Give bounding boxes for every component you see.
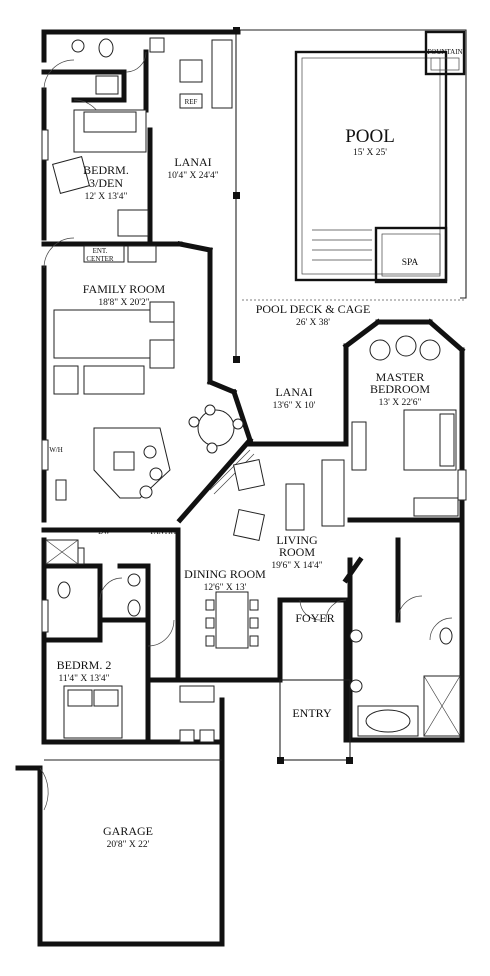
bedroom3-dims: 12' X 13'4": [85, 192, 128, 202]
pool-cage: [233, 27, 467, 363]
lanai-mid-dims: 13'6" X 10': [273, 401, 316, 411]
spa-label: SPA: [402, 258, 419, 268]
pool: [294, 50, 448, 282]
wh-label: W/H: [49, 446, 63, 454]
master-bedroom-dims: 13' X 22'6": [379, 398, 422, 408]
living-room-dims: 19'6" X 14'4": [271, 561, 322, 571]
pool-dims: 15' X 25': [353, 148, 387, 158]
ref-label: REF: [185, 98, 198, 106]
interior-walls: [41, 49, 466, 743]
family-room-dims: 18'8" X 20'2": [98, 298, 149, 308]
bedroom2-dims: 11'4" X 13'4": [59, 674, 110, 684]
bedroom3-label-line2: 3/DEN: [89, 176, 123, 190]
family-room-label: FAMILY ROOM: [83, 282, 166, 296]
fountain: [424, 30, 466, 76]
lanai-top-dims: 10'4" X 24'4": [167, 171, 218, 181]
dining-room-label: DINING ROOM: [184, 567, 266, 581]
ent-center-label-line2: CENTER: [86, 255, 114, 263]
lanai-top-label: LANAI: [174, 155, 211, 169]
entry-label: ENTRY: [292, 706, 332, 720]
master-bedroom-label-line2: BEDROOM: [370, 382, 430, 396]
windows: [41, 129, 467, 633]
ent-center-label-line1: ENT.: [93, 247, 108, 255]
living-room-label-line1: LIVING: [276, 533, 318, 547]
pantry-label: PANTRY: [151, 528, 178, 536]
bedroom2-label: BEDRM. 2: [57, 658, 112, 672]
foyer-label: FOYER: [295, 611, 334, 625]
spa: [374, 226, 448, 284]
garage-dims: 20'8" X 22': [107, 840, 150, 850]
bedroom3-label-line1: BEDRM.: [83, 163, 129, 177]
dw-label: DW: [98, 528, 110, 536]
pool-label: POOL: [345, 126, 395, 147]
furniture: [45, 37, 461, 743]
lanai-mid-label: LANAI: [275, 385, 312, 399]
fountain-label: FOUNTAIN: [427, 48, 462, 56]
master-bedroom-label-line1: MASTER: [376, 370, 425, 384]
dining-room-dims: 12'6" X 13': [204, 583, 247, 593]
living-room-label-line2: ROOM: [279, 545, 315, 559]
entry-porch: [277, 679, 353, 764]
pool-deck-label: POOL DECK & CAGE: [256, 302, 371, 316]
garage-walls: [15, 757, 225, 947]
pool-deck-dims: 26' X 38': [296, 318, 330, 328]
garage-label: GARAGE: [103, 824, 153, 838]
